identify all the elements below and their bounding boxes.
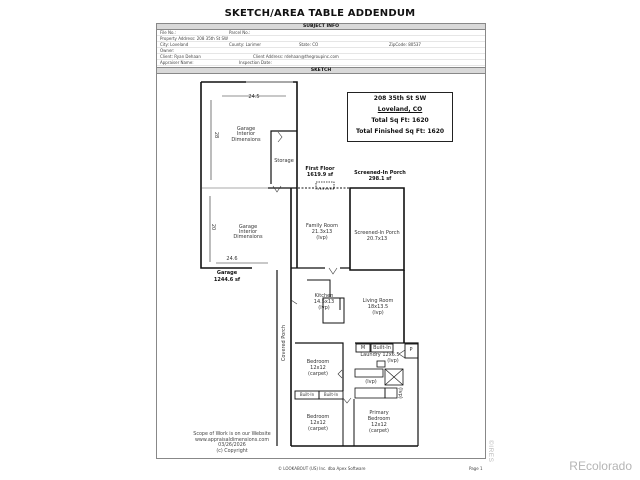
laundry-floor: (lvp) (387, 358, 399, 364)
laundry-builtin-label: Built-In (373, 345, 391, 351)
screened-porch-label: Screened-In Porch (354, 230, 400, 236)
file-no: File No.: (160, 30, 176, 35)
bedroom-1-floor: (carpet) (308, 371, 328, 377)
first-floor-area: 1619.9 sf (306, 172, 334, 178)
dim-garage-upper-depth: 28 (213, 131, 219, 139)
garage-lower-label-2: Interior (238, 229, 258, 235)
garage-lower-label-3: Dimensions (233, 234, 263, 240)
family-room-floor: (lvp) (316, 235, 328, 241)
footnote-line-1: Scope of Work is on our Website (193, 432, 271, 437)
m-label: M (360, 345, 366, 351)
kitchen-floor: (lvp) (318, 305, 330, 311)
scope-footnote: Scope of Work is on our Website www.appr… (193, 432, 270, 454)
info-row-client: Client: Ryan Dehaan Client Address: rdeh… (157, 54, 485, 60)
total-finished-sqft: Total Finished Sq Ft: 1620 (355, 128, 445, 135)
garage-lower-label-1: Garage (238, 224, 258, 230)
kitchen-label: Kitchen (314, 293, 334, 299)
primary-bedroom-label-1: Primary (369, 410, 389, 416)
dim-garage-lower-depth: 20 (210, 223, 216, 231)
bath-2-floor: (lvp) (397, 387, 403, 399)
living-room-floor: (lvp) (372, 310, 384, 316)
dim-garage-upper-width: 24.5 (248, 94, 260, 100)
bedroom-1-label: Bedroom (306, 359, 330, 365)
covered-porch-label: Covered Porch (281, 324, 287, 362)
bedroom-2-size: 12x12 (310, 420, 326, 426)
property-address: Property Address: 208 35th St SW (160, 36, 228, 41)
address-summary-box: 208 35th St SW Loveland, CO Total Sq Ft:… (347, 92, 453, 142)
living-room-size: 18x13.5 (367, 304, 389, 310)
subject-info-header: SUBJECT INFO (156, 23, 486, 30)
address-street: 208 35th St SW (373, 95, 427, 102)
family-room-size: 21.3x13 (311, 229, 333, 235)
recolorado-watermark: REcolorado (569, 459, 632, 473)
bath-1-floor: (lvp) (365, 379, 377, 385)
info-row-owner: Owner: (157, 48, 485, 54)
dim-garage-lower-width: 24.6 (226, 256, 238, 262)
total-sqft: Total Sq Ft: 1620 (371, 117, 429, 124)
info-row-city: City: Loveland County: Larimer State: CO… (157, 42, 485, 48)
primary-bedroom-size: 12x12 (371, 422, 387, 428)
garage-upper-label-3: Dimensions (231, 137, 261, 143)
bedroom-2-label: Bedroom (306, 414, 330, 420)
zipcode: ZipCode: 80537 (389, 42, 421, 47)
page-title: SKETCH/AREA TABLE ADDENDUM (224, 8, 416, 19)
kitchen-size: 14.5x13 (313, 299, 335, 305)
appraiser-name: Appraiser Name: (160, 60, 194, 65)
software-credit: © LOOKABOUT (US) Inc. dba Apex Software (278, 466, 366, 471)
family-room-label: Family Room (306, 223, 338, 229)
builtin-1-label: Built-In (299, 392, 315, 397)
page-number: Page 1 (469, 466, 483, 471)
footnote-date: 03/26/2026 (218, 443, 246, 448)
garage-area-title: Garage (216, 270, 238, 276)
parcel-no: Parcel No.: (229, 30, 251, 35)
storage-label: Storage (274, 158, 294, 164)
living-room-label: Living Room (362, 298, 394, 304)
bedroom-2-floor: (carpet) (308, 426, 328, 432)
laundry-label: Laundry 12x6.5 (360, 352, 400, 358)
footnote-website: www.appraisaldimensions.com (194, 437, 270, 443)
porch-area-value: 298.1 sf (368, 176, 392, 182)
garage-upper-label-2: Interior (236, 131, 256, 137)
first-floor-title: First Floor (305, 166, 335, 172)
garage-upper-label-1: Garage (236, 126, 256, 132)
garage-area-value: 1244.6 sf (213, 277, 241, 283)
screened-porch-size: 20.7x13 (366, 236, 388, 242)
info-row-file: File No.: Parcel No.: (157, 30, 485, 36)
inspection-date: Inspection Date: (239, 60, 272, 65)
info-row-appraiser: Appraiser Name: Inspection Date: (157, 60, 485, 66)
client-address: Client Address: rdehaan@thegroupinc.com (253, 54, 339, 59)
sketch-header: SKETCH (156, 67, 486, 74)
ires-watermark: ©IRES (487, 440, 494, 463)
bedroom-1-size: 12x12 (310, 365, 326, 371)
city: City: Loveland (160, 42, 189, 47)
state: State: CO (299, 42, 319, 47)
footnote-copyright: (c) Copyright (216, 448, 248, 454)
primary-bedroom-floor: (carpet) (369, 428, 389, 434)
builtin-2-label: Built-In (323, 392, 339, 397)
porch-area-title: Screened-In Porch (354, 170, 406, 176)
p-label: P (409, 347, 413, 353)
client: Client: Ryan Dehaan (160, 54, 201, 59)
owner: Owner: (160, 48, 175, 53)
address-city: Loveland, CO (377, 106, 423, 113)
info-row-address: Property Address: 208 35th St SW (157, 36, 485, 42)
county: County: Larimer (229, 42, 262, 47)
primary-bedroom-label-2: Bedroom (367, 416, 391, 422)
